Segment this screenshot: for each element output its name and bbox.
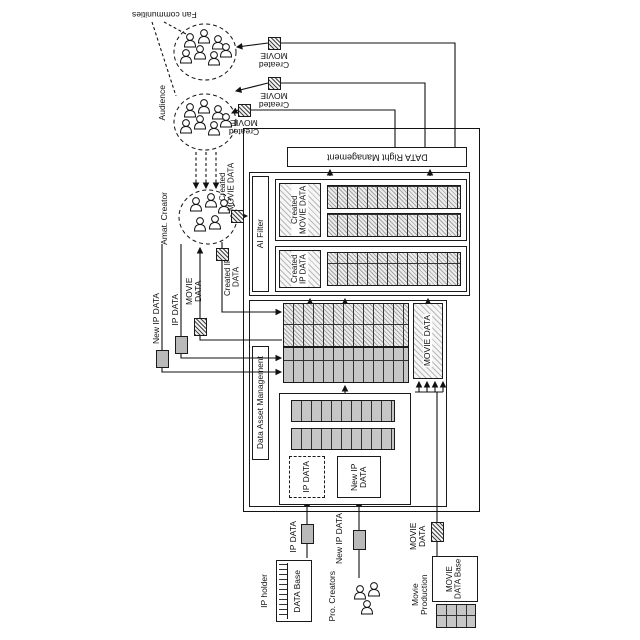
person-icon — [208, 51, 220, 66]
created-ip-data-packet — [216, 248, 229, 261]
database-rows-icon — [279, 563, 288, 619]
created-movie-data-grid-1 — [327, 185, 461, 209]
created-movie-data-store: Created MOVIE DATA — [279, 183, 321, 237]
movie-data-store-box: MOVIE DATA — [413, 303, 443, 379]
new-ip-data-bottom-label: New IP DATA — [334, 513, 345, 565]
data-right-management-box: DATA Right Management — [287, 147, 467, 167]
amat-creator-label-wrap: Amat. Creator — [158, 188, 171, 248]
new-ip-data-intake-label: New IP DATA — [348, 463, 368, 491]
ai-filter-bar: AI Filter — [252, 176, 269, 292]
ai-filter-label: AI Filter — [254, 219, 265, 249]
audience-label: Audience — [156, 85, 167, 121]
created-movie-data-store-label: Created MOVIE DATA — [290, 184, 309, 236]
new-ip-data-left-label-wrap: New IP DATA — [150, 292, 163, 346]
person-icon — [205, 193, 217, 208]
created-movie-packet-1 — [268, 37, 281, 50]
ip-data-intake-box: IP DATA — [289, 456, 325, 498]
person-icon — [184, 33, 196, 48]
created-movie-data-out-label-wrap: Created MOVIE DATA — [218, 162, 237, 212]
ip-data-bottom-label: IP DATA — [288, 521, 299, 553]
person-icon — [361, 600, 373, 615]
person-icon — [194, 45, 206, 60]
person-icon — [184, 103, 196, 118]
new-ip-data-packet-left — [156, 350, 169, 368]
ip-holder-database-box: DATA Base — [276, 560, 312, 622]
ip-data-left-label: IP DATA — [169, 294, 180, 326]
created-movie-data-packet — [231, 210, 244, 223]
created-movie-label-2: Created MOVIE — [258, 91, 290, 111]
pro-creators-cluster — [354, 582, 380, 615]
person-icon — [212, 35, 224, 50]
new-ip-data-packet-bottom — [353, 530, 366, 550]
pro-creators-label: Pro. Creators — [326, 570, 337, 622]
ip-holder-database-label: DATA Base — [292, 569, 303, 613]
audience-label-wrap: Audience — [156, 72, 169, 134]
movie-data-packet-left — [194, 318, 207, 336]
movie-production-label-wrap: Movie Production — [410, 566, 430, 624]
movie-data-left-label: MOVIE DATA — [184, 277, 204, 305]
person-icon — [190, 197, 202, 212]
new-ip-data-left-label: New IP DATA — [150, 293, 161, 345]
person-icon — [180, 119, 192, 134]
intake-grid-row-2 — [291, 428, 395, 450]
movie-data-left-label-wrap: MOVIE DATA — [184, 266, 204, 316]
created-movie-packet-3 — [238, 104, 251, 117]
system-boundary — [243, 128, 480, 512]
data-right-management-label: DATA Right Management — [326, 152, 428, 163]
ip-data-packet-bottom — [301, 524, 314, 544]
movie-data-bottom-label: MOVIE DATA — [407, 522, 427, 550]
data-asset-management-section — [249, 300, 447, 507]
person-icon — [354, 585, 366, 600]
created-movie-label-3: Created MOVIE — [228, 118, 260, 138]
ip-holder-label-wrap: IP holder — [258, 566, 271, 616]
audience-cluster-1 — [180, 29, 232, 66]
ip-data-left-label-wrap: IP DATA — [169, 288, 182, 332]
person-icon — [368, 582, 380, 597]
movie-data-store-label: MOVIE DATA — [422, 314, 433, 368]
person-icon — [194, 217, 206, 232]
created-movie-packet-2 — [268, 77, 281, 90]
person-icon — [194, 115, 206, 130]
ip-data-bottom-label-wrap: IP DATA — [288, 514, 300, 560]
movie-data-packet-bottom — [431, 522, 444, 542]
ip-data-intake-label: IP DATA — [301, 461, 312, 493]
created-ip-data-grid — [327, 252, 461, 286]
movie-production-label: Movie Production — [409, 574, 429, 616]
ip-data-packet-left — [175, 336, 188, 354]
created-movie-label-1: Created MOVIE — [258, 51, 290, 71]
fan-communities-label: Fan communities — [131, 10, 197, 21]
ai-filter-section — [249, 172, 470, 296]
new-ip-data-bottom-label-wrap: New IP DATA — [334, 512, 346, 566]
person-icon — [198, 29, 210, 44]
movie-database-label: MOVIE DATA Base — [445, 558, 463, 600]
pro-creators-label-wrap: Pro. Creators — [326, 566, 339, 626]
asset-grid-gray — [283, 347, 409, 383]
asset-grid-hatched — [283, 303, 409, 347]
new-ip-data-intake-box: New IP DATA — [337, 456, 381, 498]
data-asset-management-bar: Data Asset Management — [252, 346, 269, 460]
created-movie-data-grid-2 — [327, 213, 461, 237]
created-movie-data-out-label: Created MOVIE DATA — [218, 162, 236, 212]
created-ip-data-store-label: Created IP DATA — [290, 251, 309, 287]
movie-database-grid — [436, 604, 476, 628]
data-asset-management-label: Data Asset Management — [254, 356, 265, 450]
person-icon — [198, 99, 210, 114]
fan-community-2-ellipse — [173, 93, 237, 151]
amat-creator-label: Amat. Creator — [158, 191, 169, 245]
fan-communities-label-wrap: Fan communities — [122, 8, 206, 21]
fan-community-1-ellipse — [173, 23, 237, 81]
movie-data-bottom-label-wrap: MOVIE DATA — [407, 512, 427, 560]
movie-database-box: MOVIE DATA Base — [432, 556, 478, 602]
ip-holder-label: IP holder — [258, 574, 269, 608]
person-icon — [209, 215, 221, 230]
intake-grid-row-1 — [291, 400, 395, 422]
person-icon — [180, 49, 192, 64]
created-ip-data-store: Created IP DATA — [279, 250, 321, 288]
